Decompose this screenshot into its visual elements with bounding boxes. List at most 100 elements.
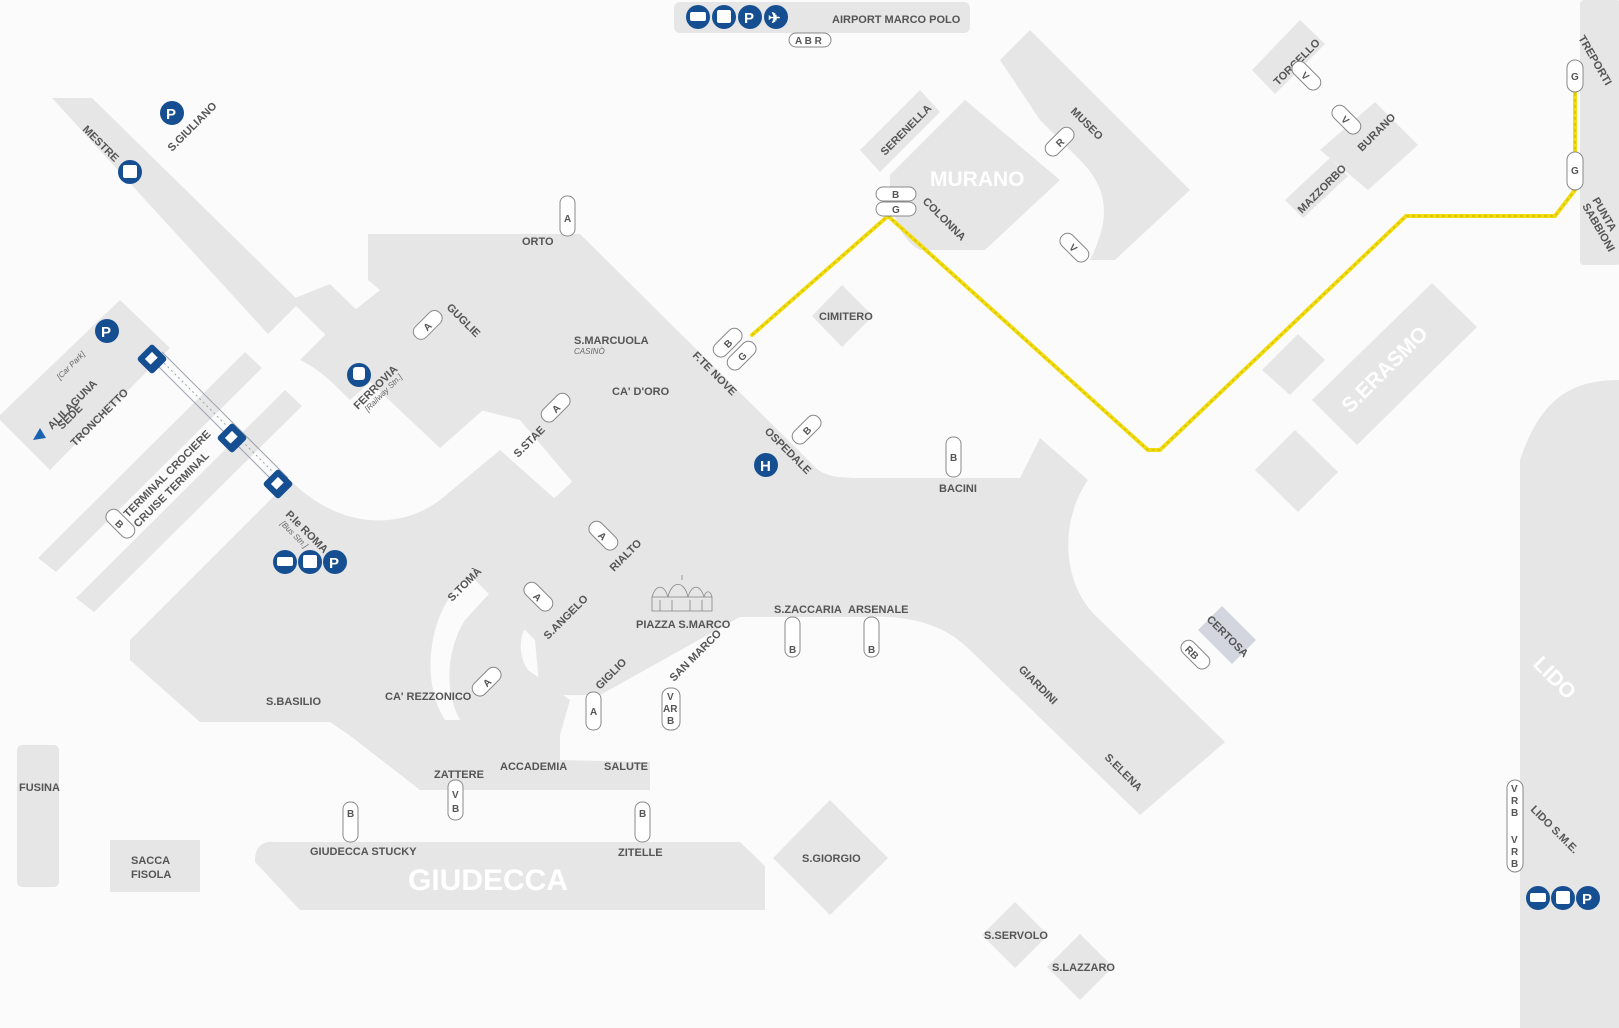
lido-island (1520, 380, 1619, 1028)
stop-giglio[interactable] (585, 691, 602, 731)
stop-giglio-line: A (590, 707, 597, 718)
serenella-islet (860, 90, 940, 172)
stop-lido-line-2b: R (1511, 847, 1519, 858)
stop-lido[interactable] (1506, 779, 1524, 873)
cimitero-label: CIMITERO (819, 311, 873, 323)
stop-sanmarco-line-3: B (667, 716, 674, 727)
lido-bus-icon-shape (1556, 891, 1570, 904)
lido-parking-icon (1576, 886, 1600, 910)
ferrovia-train-icon-shape (353, 367, 365, 380)
stop-lido-line-1c: B (1511, 808, 1518, 819)
stop-murano-v[interactable] (1057, 230, 1092, 265)
stop-sanmarco[interactable] (661, 687, 681, 731)
airport-label: AIRPORT MARCO POLO (832, 14, 961, 26)
line-g-route-dash (751, 80, 1576, 451)
pleroma-parking-letter: P (329, 555, 339, 572)
casino-label: CASINÒ (574, 347, 605, 356)
stop-rialto[interactable] (586, 518, 621, 553)
mestre-causeway (52, 98, 300, 334)
stop-museo[interactable] (1042, 124, 1077, 159)
sservolo-island (982, 902, 1048, 968)
stop-guglie[interactable] (410, 308, 445, 343)
pleroma-parking-icon (323, 550, 347, 574)
stop-puntasabbioni[interactable] (1566, 151, 1584, 191)
stop-ftenove-b[interactable] (710, 325, 745, 360)
stop-bacini[interactable] (945, 436, 962, 478)
tronchetto-parking-icon (95, 319, 119, 343)
airport-plane-glyph: ✈ (768, 10, 781, 27)
giudecca-label: GIUDECCA (408, 864, 568, 897)
stop-arsenale[interactable] (863, 616, 880, 658)
certosa-island (1198, 606, 1256, 664)
islet-b (1255, 430, 1338, 512)
fusina-label: FUSINA (19, 782, 60, 794)
terminal-strip-1 (38, 352, 262, 572)
boat-stops: A B R A A A A A A A (103, 32, 1584, 873)
stop-sanmarco-line-2: AR (663, 704, 678, 715)
stop-puntasabbioni-line: G (1571, 166, 1579, 177)
hospital-letter: H (760, 458, 771, 475)
stop-colonna-g[interactable] (875, 201, 917, 217)
stop-colonna-line-b: B (892, 190, 899, 201)
stop-bacini-line: B (950, 453, 957, 464)
venice-dorsoduro (130, 450, 650, 790)
sacca-label-1: SACCA (131, 855, 170, 867)
stop-colonna-line-g: G (892, 205, 900, 216)
giudecca-stucky-label: GIUDECCA STUCKY (310, 846, 417, 858)
people-mover-marittima-icon-shape (224, 430, 238, 444)
zitelle-label: ZITELLE (618, 847, 663, 859)
sservolo-label: S.SERVOLO (984, 930, 1048, 942)
stop-orto-line: A (564, 214, 571, 225)
giudecca-island (255, 841, 765, 910)
stop-szaccaria[interactable] (784, 616, 801, 658)
stop-lido-line-2c: B (1511, 859, 1518, 870)
stop-treporti[interactable] (1566, 59, 1584, 93)
hospital-icon (754, 453, 778, 477)
stop-carezzonico[interactable] (469, 664, 504, 699)
stop-sstae[interactable] (538, 390, 573, 425)
szaccaria-label: S.ZACCARIA (774, 604, 842, 616)
slazzaro-label: S.LAZZARO (1052, 962, 1115, 974)
venice-cannaregio (290, 284, 660, 520)
stop-terminal[interactable] (103, 506, 138, 541)
stop-zitelle[interactable] (634, 801, 651, 843)
zattere-label: ZATTERE (434, 769, 484, 781)
stop-ftenove-g[interactable] (724, 338, 759, 373)
stop-lido-line-2a: V (1511, 835, 1518, 846)
murano-east (1000, 30, 1190, 260)
sbasilio-label: S.BASILIO (266, 696, 321, 708)
stop-certosa[interactable] (1178, 637, 1213, 672)
tronchetto-parking-letter: P (101, 324, 111, 341)
stop-ospedale[interactable] (789, 412, 824, 447)
line-g-route (750, 78, 1577, 452)
people-mover-rail-1 (151, 359, 279, 487)
mazzorbo-island (1285, 158, 1348, 218)
stop-zattere[interactable] (447, 779, 464, 821)
stop-burano[interactable] (1329, 102, 1364, 137)
stop-arsenale-line: B (868, 645, 875, 656)
stop-colonna-b[interactable] (875, 186, 917, 202)
stop-airport[interactable] (788, 32, 832, 48)
stop-orto[interactable] (559, 195, 576, 237)
piazza-label: PIAZZA S.MARCO (636, 619, 731, 631)
slazzaro-island (1047, 934, 1113, 1000)
stop-giudeccastucky[interactable] (342, 801, 359, 843)
lido-parking-letter: P (1582, 891, 1592, 908)
arsenale-label: ARSENALE (848, 604, 909, 616)
stop-giudeccastucky-line: B (347, 809, 354, 820)
sgiuliano-parking-icon (160, 101, 184, 125)
stop-torcello[interactable] (1289, 58, 1324, 93)
salute-label: SALUTE (604, 761, 648, 773)
islet-a (1262, 334, 1325, 395)
people-mover-rail-2 (161, 351, 289, 479)
airport-plane-icon (764, 5, 788, 29)
stop-sangelo[interactable] (521, 579, 556, 614)
stop-zitelle-line: B (639, 809, 646, 820)
murano-label: MURANO (930, 168, 1025, 191)
stop-zattere-line-v: V (452, 790, 459, 801)
basilica-icon (651, 575, 713, 612)
mestre-bus-icon-shape (123, 165, 137, 178)
carezzonico-label: CA' REZZONICO (385, 691, 472, 703)
lido-taxi-icon-shape (1530, 893, 1546, 902)
